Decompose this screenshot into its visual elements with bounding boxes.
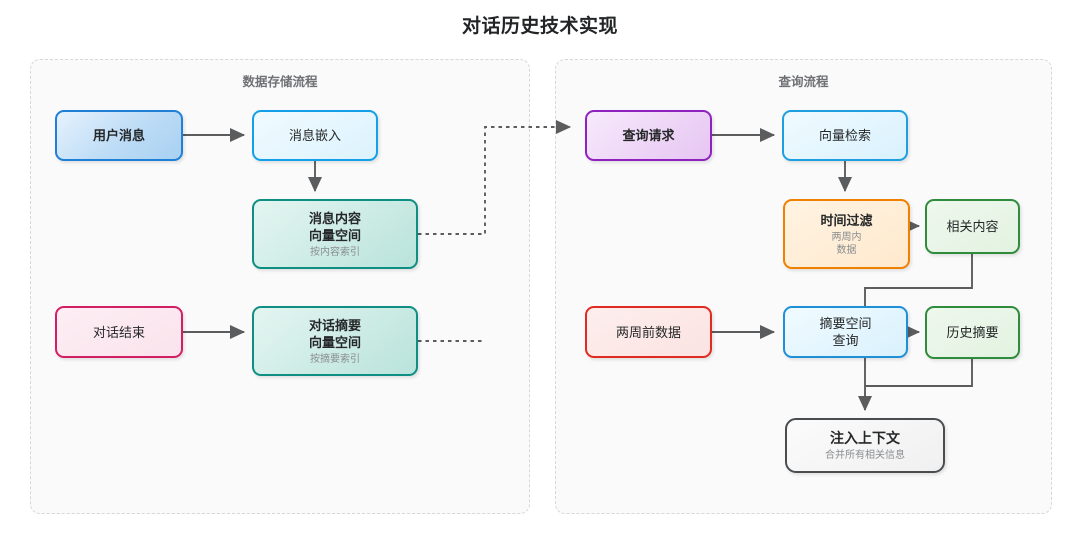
node-time-filter-sub1: 两周内 <box>831 231 862 243</box>
node-time-filter-sub2: 数据 <box>836 244 857 256</box>
node-vector-search[interactable]: 向量检索 <box>782 110 908 161</box>
node-summary-query-line2: 查询 <box>832 333 859 348</box>
node-history-summary[interactable]: 历史摘要 <box>925 306 1020 359</box>
node-summary-vector[interactable]: 对话摘要 向量空间 按摘要索引 <box>252 306 418 376</box>
node-content-vector[interactable]: 消息内容 向量空间 按内容索引 <box>252 199 418 269</box>
node-query-request[interactable]: 查询请求 <box>585 110 712 161</box>
node-time-filter-label: 时间过滤 <box>820 212 873 228</box>
panel-query-title: 查询流程 <box>778 75 829 89</box>
node-old-data[interactable]: 两周前数据 <box>585 306 712 358</box>
node-user-message-label: 用户消息 <box>92 128 145 143</box>
node-summary-query-line1: 摘要空间 <box>819 316 872 331</box>
node-inject-context-label: 注入上下文 <box>830 429 900 446</box>
node-vector-search-label: 向量检索 <box>818 128 871 143</box>
page-title: 对话历史技术实现 <box>461 16 618 37</box>
node-query-request-label: 查询请求 <box>622 128 675 143</box>
node-related-content[interactable]: 相关内容 <box>925 199 1020 254</box>
node-content-vector-line2: 向量空间 <box>308 227 361 243</box>
node-related-content-label: 相关内容 <box>946 219 999 234</box>
panel-storage-title: 数据存储流程 <box>242 75 318 89</box>
node-summary-vector-line2: 向量空间 <box>308 334 361 350</box>
node-inject-context[interactable]: 注入上下文 合并所有相关信息 <box>785 418 945 473</box>
node-inject-context-sub: 合并所有相关信息 <box>825 449 905 461</box>
node-user-message[interactable]: 用户消息 <box>55 110 183 161</box>
node-message-embed-label: 消息嵌入 <box>288 128 341 143</box>
node-history-summary-label: 历史摘要 <box>946 325 999 340</box>
node-content-vector-line1: 消息内容 <box>308 210 361 226</box>
node-dialog-end-label: 对话结束 <box>92 324 145 340</box>
node-content-vector-sub: 按内容索引 <box>310 246 360 258</box>
node-message-embed[interactable]: 消息嵌入 <box>252 110 378 161</box>
node-dialog-end[interactable]: 对话结束 <box>55 306 183 358</box>
node-time-filter[interactable]: 时间过滤 两周内 数据 <box>783 199 910 269</box>
node-old-data-label: 两周前数据 <box>615 324 681 340</box>
node-summary-vector-sub: 按摘要索引 <box>310 353 360 365</box>
node-summary-query[interactable]: 摘要空间 查询 <box>783 306 908 358</box>
node-summary-vector-line1: 对话摘要 <box>308 317 361 333</box>
